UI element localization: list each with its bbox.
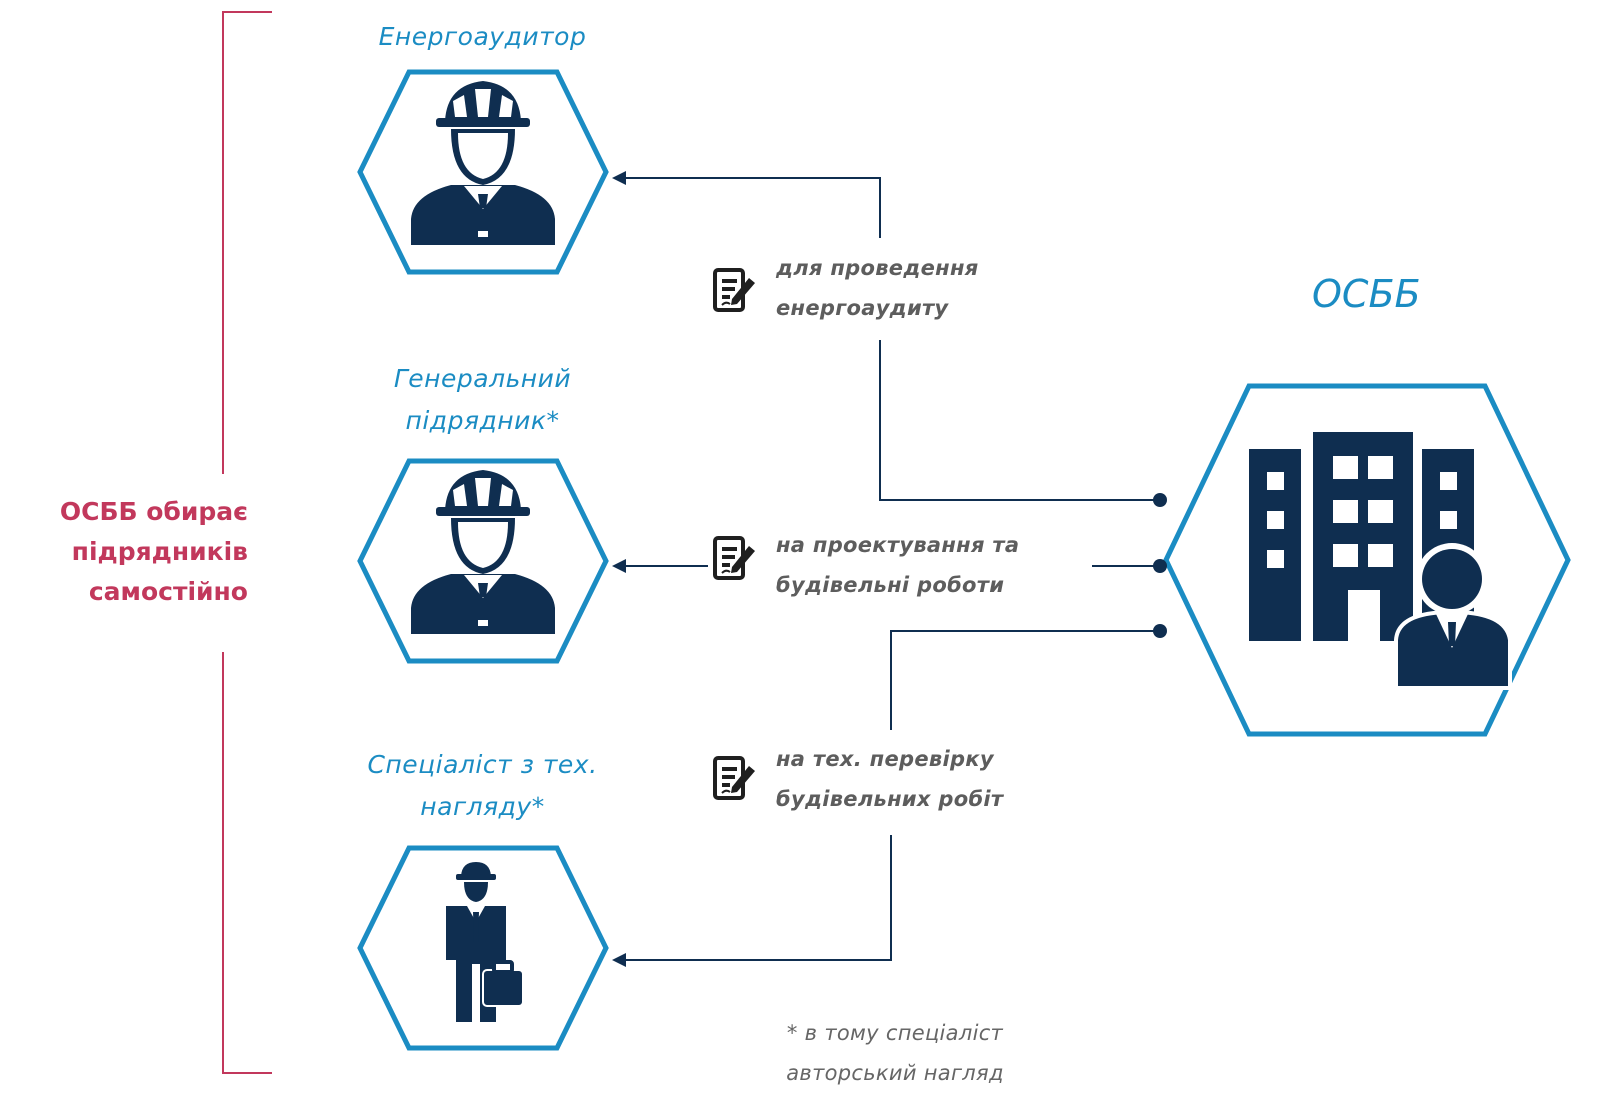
left-label-line: підрядників	[71, 537, 248, 566]
contractor-title-general: Генеральний підрядник*	[340, 358, 625, 442]
contract-label-line: на проектування та	[776, 533, 1020, 557]
contractor-title-line: підрядник*	[405, 406, 560, 435]
connector-dot-general-contractor	[1153, 559, 1167, 573]
left-label-line: самостійно	[88, 577, 248, 606]
connector-supervisor	[624, 630, 1160, 961]
connector-dot-auditor	[1153, 493, 1167, 507]
contract-label-inspection: на тех. перевірку будівельних робіт	[776, 739, 1003, 819]
contract-label-line: будівельних робіт	[776, 787, 1004, 811]
contractor-title-line: Енергоаудитор	[378, 22, 587, 51]
footnote-line: авторський нагляд	[786, 1061, 1004, 1085]
connector-dot-supervisor	[1153, 624, 1167, 638]
contractor-title-supervisor: Спеціаліст з тех. нагляду*	[330, 744, 635, 828]
worker-briefcase-icon	[446, 862, 524, 1022]
contract-label-line: на тех. перевірку	[776, 747, 994, 771]
footnote-line: * в тому спеціаліст	[786, 1021, 1004, 1045]
left-label-line: ОСББ обирає	[59, 497, 248, 526]
contractor-title-line: Генеральний	[393, 364, 572, 393]
building-with-manager-icon	[1249, 432, 1512, 690]
contract-label-construction: на проектування та будівельні роботи	[776, 525, 1019, 605]
contractor-title-line: нагляду*	[420, 792, 545, 821]
arrowhead-auditor	[612, 171, 626, 185]
arrowhead-general-contractor	[612, 559, 626, 573]
client-title: ОСББ	[1312, 272, 1421, 316]
contract-document-icon	[713, 268, 757, 312]
left-bracket	[222, 11, 272, 1074]
contractor-title-line: Спеціаліст з тех.	[367, 750, 598, 779]
contract-label-audit: для проведення енергоаудиту	[776, 248, 979, 328]
footnote: * в тому спеціаліст авторський нагляд	[745, 1013, 1045, 1093]
arrowhead-supervisor	[612, 953, 626, 967]
contract-label-line: енергоаудиту	[776, 296, 949, 320]
contractor-title-auditor: Енергоаудитор	[340, 16, 625, 58]
contract-label-line: будівельні роботи	[776, 573, 1005, 597]
connector-auditor	[624, 177, 1160, 501]
left-label: ОСББ обирає підрядників самостійно	[60, 492, 248, 612]
contract-document-icon	[713, 756, 757, 800]
contract-document-icon	[713, 536, 757, 580]
contract-label-line: для проведення	[776, 256, 979, 280]
